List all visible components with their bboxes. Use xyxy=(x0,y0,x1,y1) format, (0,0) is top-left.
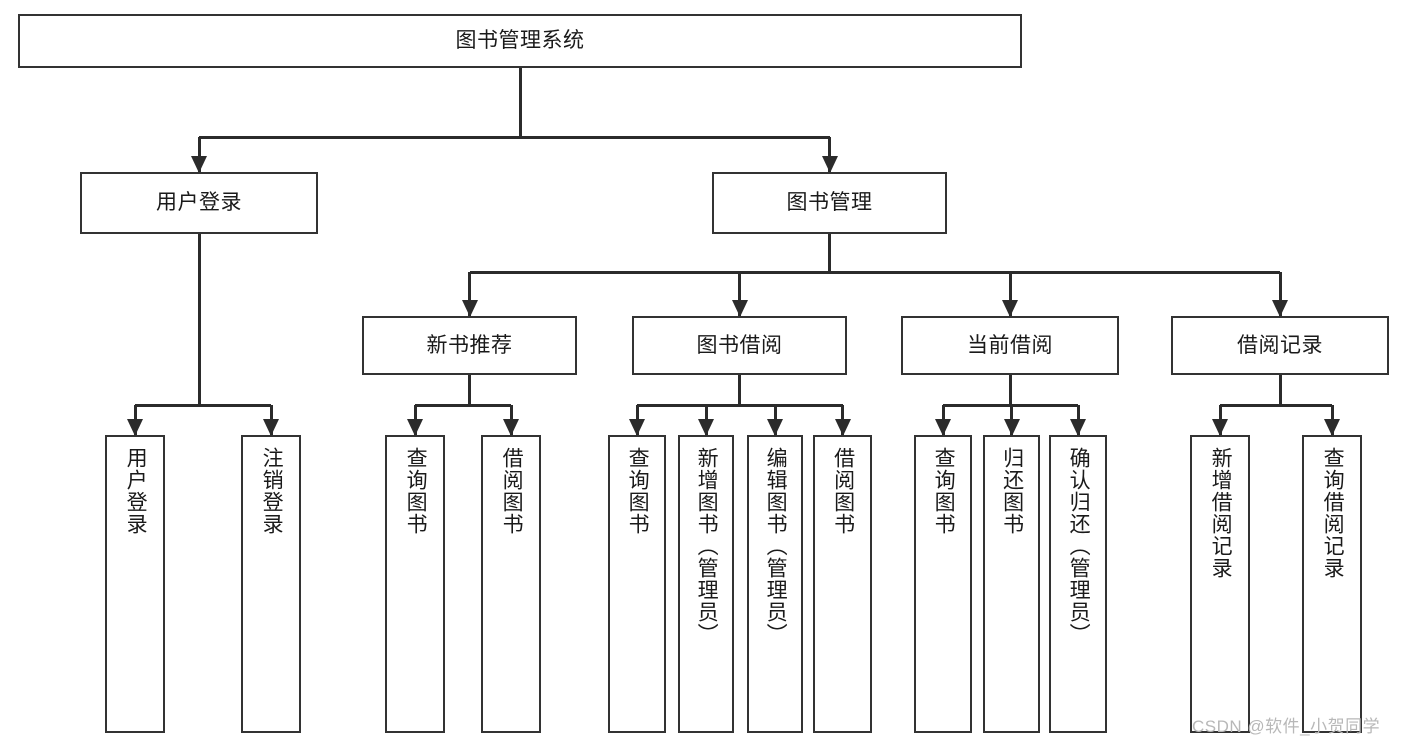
arrowhead-icon xyxy=(461,300,478,317)
arrowhead-icon xyxy=(731,300,748,317)
node-label: 图书管理系统 xyxy=(455,29,585,53)
node-label: 新书推荐 xyxy=(426,333,513,357)
arrowhead-icon xyxy=(191,156,207,173)
arrowhead-icon xyxy=(503,419,519,436)
connector-parent-stem xyxy=(1278,375,1282,405)
node-label: 查询图书 xyxy=(932,447,956,535)
node-new-book-recommend[interactable]: 新书推荐 xyxy=(362,316,577,375)
csdn-watermark: CSDN @软件_小贺同学 xyxy=(1192,717,1381,736)
arrowhead-icon xyxy=(127,419,143,436)
arrowhead-icon xyxy=(821,156,838,173)
arrowhead-icon xyxy=(629,419,645,436)
node-label: 确认归还（管理员） xyxy=(1067,447,1091,645)
node-leaf-query-borrow-record[interactable]: 查询借阅记录 xyxy=(1302,435,1362,733)
connector-to-level2 xyxy=(197,137,201,172)
connector-root-stem xyxy=(518,68,522,137)
node-root-system[interactable]: 图书管理系统 xyxy=(18,14,1022,68)
node-label: 查询借阅记录 xyxy=(1321,447,1345,579)
node-current-borrow[interactable]: 当前借阅 xyxy=(901,316,1119,375)
node-book-management[interactable]: 图书管理 xyxy=(712,172,947,234)
node-leaf-query-book-current[interactable]: 查询图书 xyxy=(914,435,972,733)
connector-to-level3 xyxy=(738,272,741,316)
node-label: 新增借阅记录 xyxy=(1209,447,1233,579)
connector-to-level3 xyxy=(468,272,471,316)
node-leaf-add-book-admin[interactable]: 新增图书（管理员） xyxy=(678,435,734,733)
node-leaf-borrow-book[interactable]: 借阅图书 xyxy=(813,435,872,733)
arrowhead-icon xyxy=(263,419,279,436)
arrowhead-icon xyxy=(1272,300,1288,317)
node-leaf-logout[interactable]: 注销登录 xyxy=(241,435,301,733)
connector-to-level2 xyxy=(828,137,831,172)
node-leaf-confirm-return-admin[interactable]: 确认归还（管理员） xyxy=(1049,435,1107,733)
connector-to-level3 xyxy=(1008,272,1012,316)
node-user-login[interactable]: 用户登录 xyxy=(80,172,318,234)
arrowhead-icon xyxy=(935,419,951,436)
connector-parent-stem xyxy=(197,234,201,405)
node-label: 查询图书 xyxy=(626,447,650,535)
node-leaf-borrow-book-new[interactable]: 借阅图书 xyxy=(481,435,541,733)
node-borrow-record[interactable]: 借阅记录 xyxy=(1171,316,1389,375)
node-label: 用户登录 xyxy=(156,191,242,215)
node-label: 借阅图书 xyxy=(831,447,855,535)
connector-parent-stem xyxy=(1008,375,1012,405)
node-leaf-edit-book-admin[interactable]: 编辑图书（管理员） xyxy=(747,435,803,733)
node-label: 注销登录 xyxy=(260,447,284,535)
connector-leaf-bus xyxy=(637,403,843,407)
connector-leaf-bus xyxy=(415,403,511,407)
node-label: 归还图书 xyxy=(1000,447,1024,535)
arrowhead-icon xyxy=(1324,419,1340,436)
node-label: 查询图书 xyxy=(404,447,428,535)
arrowhead-icon xyxy=(1003,419,1020,436)
node-label: 借阅图书 xyxy=(500,447,524,535)
connector-root-bus xyxy=(199,135,830,139)
node-label: 编辑图书（管理员） xyxy=(764,447,788,645)
node-label: 图书借阅 xyxy=(696,333,783,357)
arrowhead-icon xyxy=(1002,300,1018,317)
node-leaf-query-book-new[interactable]: 查询图书 xyxy=(385,435,445,733)
connector-parent-stem xyxy=(468,375,471,405)
connector-bookmanage-stem xyxy=(828,234,831,272)
node-leaf-add-borrow-record[interactable]: 新增借阅记录 xyxy=(1190,435,1250,733)
node-leaf-user-login[interactable]: 用户登录 xyxy=(105,435,165,733)
arrowhead-icon xyxy=(834,419,851,436)
arrowhead-icon xyxy=(407,419,423,436)
node-book-borrow[interactable]: 图书借阅 xyxy=(632,316,847,375)
arrowhead-icon xyxy=(767,419,783,436)
connector-parent-stem xyxy=(738,375,741,405)
arrowhead-icon xyxy=(698,419,714,436)
node-label: 图书管理 xyxy=(786,191,873,215)
node-label: 用户登录 xyxy=(124,447,148,535)
connector-leaf-bus xyxy=(1220,403,1332,407)
node-leaf-query-book-borrow[interactable]: 查询图书 xyxy=(608,435,666,733)
connector-to-level3 xyxy=(1278,272,1282,316)
arrowhead-icon xyxy=(1212,419,1228,436)
node-leaf-return-book[interactable]: 归还图书 xyxy=(983,435,1040,733)
connector-level3-bus xyxy=(469,270,1280,274)
node-label: 新增图书（管理员） xyxy=(695,447,719,645)
connector-leaf-bus xyxy=(135,403,271,407)
node-label: 借阅记录 xyxy=(1237,333,1323,357)
arrowhead-icon xyxy=(1070,419,1086,436)
node-label: 当前借阅 xyxy=(967,333,1053,357)
